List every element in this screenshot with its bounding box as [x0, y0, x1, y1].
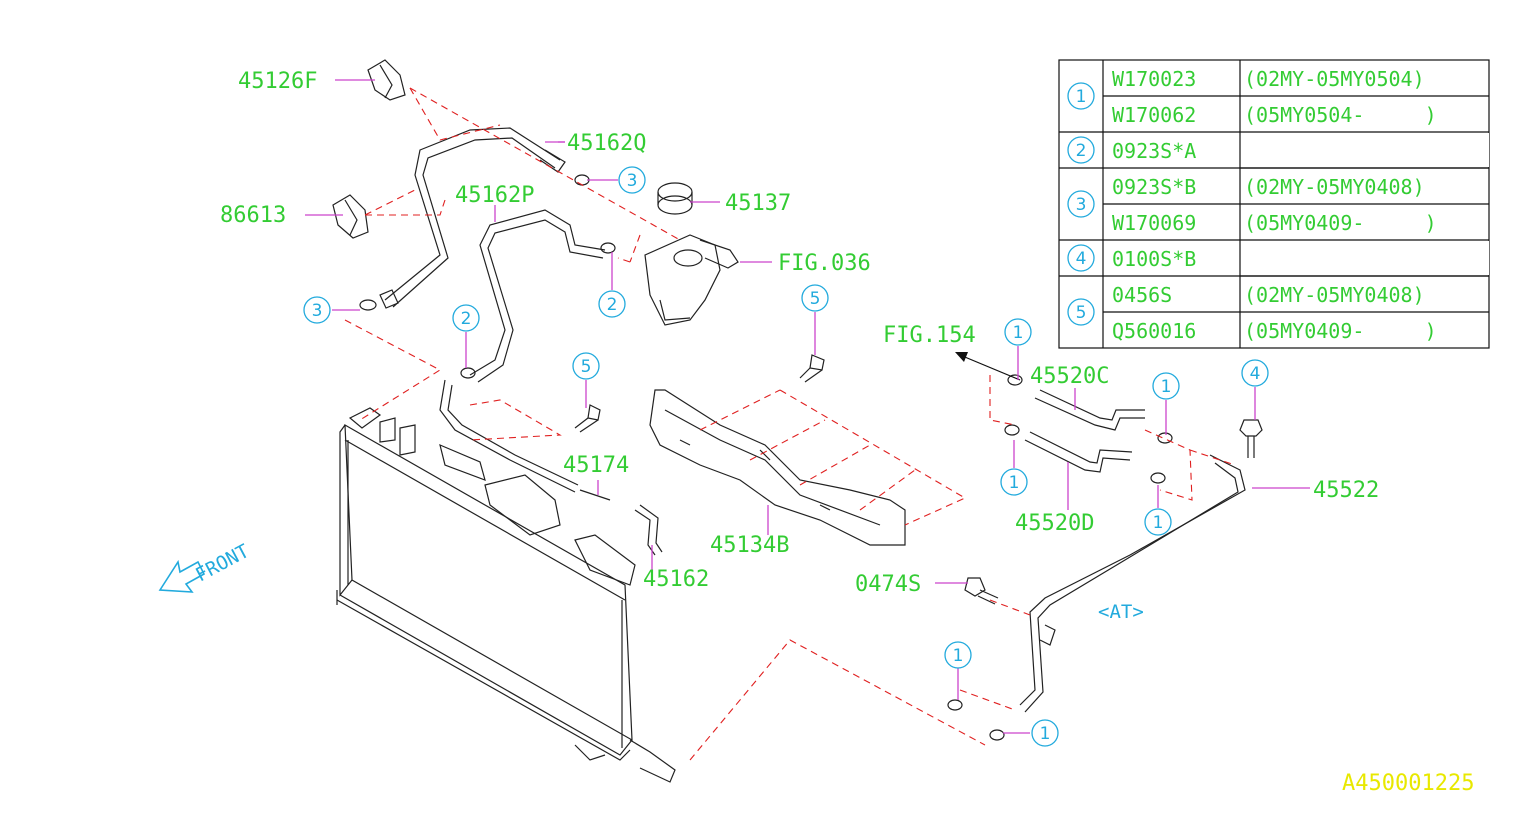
- assembly-dashed-lines: [344, 87, 1236, 761]
- label-45522: 45522: [1313, 478, 1379, 503]
- svg-text:1: 1: [953, 646, 964, 666]
- front-arrow-icon: [158, 559, 206, 593]
- table-ref-3: 3: [1076, 195, 1087, 215]
- callout-1-mid-right: 1: [1144, 508, 1172, 536]
- clip-45126F[interactable]: [367, 59, 406, 101]
- label-45520C: 45520C: [1030, 364, 1109, 389]
- upper-hose-45162Q[interactable]: [379, 127, 566, 309]
- svg-text:1: 1: [1161, 377, 1172, 397]
- bolt-0474S[interactable]: [964, 577, 999, 605]
- bolt-5-left[interactable]: [574, 404, 601, 433]
- hose-45520C[interactable]: [1034, 389, 1145, 431]
- table-ref-5: 5: [1076, 303, 1087, 323]
- label-45162: 45162: [643, 567, 709, 592]
- callout-2-right: 2: [598, 290, 626, 318]
- label-fig036: FIG.036: [778, 251, 871, 276]
- callout-1-mid-left: 1: [1000, 468, 1028, 496]
- table-range-1: (05MY0504- ): [1244, 103, 1437, 127]
- label-fig154: FIG.154: [883, 323, 976, 348]
- svg-text:5: 5: [810, 289, 821, 309]
- label-45162P: 45162P: [455, 183, 534, 208]
- callout-4: 4: [1241, 359, 1269, 387]
- svg-text:3: 3: [312, 301, 323, 321]
- svg-text:1: 1: [1013, 323, 1024, 343]
- svg-text:2: 2: [607, 295, 618, 315]
- shroud-45134B[interactable]: [649, 389, 906, 546]
- callout-1-upper-right: 1: [1152, 372, 1180, 400]
- clip-86613[interactable]: [332, 194, 369, 239]
- label-45126F: 45126F: [238, 69, 317, 94]
- label-45520D: 45520D: [1015, 511, 1094, 536]
- label-45162Q: 45162Q: [567, 131, 646, 156]
- hose-45520D[interactable]: [1024, 431, 1133, 473]
- callout-1-lower: 1: [944, 641, 972, 669]
- drawing-id: A450001225: [1342, 771, 1474, 796]
- table-range-3: (02MY-05MY0408): [1244, 175, 1425, 199]
- table-ref-1: 1: [1076, 87, 1087, 107]
- svg-text:4: 4: [1250, 364, 1261, 384]
- table-part-0: W170023: [1112, 67, 1196, 91]
- table-range-6: (02MY-05MY0408): [1244, 283, 1425, 307]
- label-45174: 45174: [563, 453, 629, 478]
- bolt-5-right[interactable]: [799, 354, 825, 383]
- at-cooler-pipe-45522[interactable]: [1019, 454, 1246, 713]
- label-0474S: 0474S: [855, 572, 921, 597]
- callout-1-bottom: 1: [1031, 719, 1059, 747]
- table-range-0: (02MY-05MY0504): [1244, 67, 1425, 91]
- table-part-1: W170062: [1112, 103, 1196, 127]
- table-ref-4: 4: [1076, 249, 1087, 269]
- table-part-6: 0456S: [1112, 283, 1172, 307]
- callout-5-left: 5: [572, 352, 600, 380]
- bolt-4[interactable]: [1239, 419, 1263, 458]
- svg-text:1: 1: [1153, 513, 1164, 533]
- label-45134B: 45134B: [710, 533, 789, 558]
- callout-1-fig154: 1: [1004, 318, 1032, 346]
- leader-lines: [305, 79, 1310, 734]
- hose-45162P[interactable]: [469, 209, 606, 383]
- reservoir-cap-45137[interactable]: [657, 182, 693, 215]
- table-part-7: Q560016: [1112, 319, 1196, 343]
- radiator[interactable]: [336, 407, 676, 783]
- table-part-5: 0100S*B: [1112, 247, 1196, 271]
- callout-2-left: 2: [452, 304, 480, 332]
- table-range-7: (05MY0409- ): [1244, 319, 1437, 343]
- svg-text:3: 3: [627, 171, 638, 191]
- table-ref-2: 2: [1076, 141, 1087, 161]
- svg-text:2: 2: [461, 309, 472, 329]
- label-86613: 86613: [220, 203, 286, 228]
- callout-5-right: 5: [801, 284, 829, 312]
- svg-text:5: 5: [581, 357, 592, 377]
- table-part-2: 0923S*A: [1112, 139, 1196, 163]
- svg-text:1: 1: [1040, 724, 1051, 744]
- callout-3-left: 3: [303, 296, 331, 324]
- front-label: FRONT: [192, 540, 253, 586]
- clamps: [359, 174, 1173, 741]
- label-at: <AT>: [1098, 601, 1144, 623]
- parts-table: 1 2 3 4 5 W170023 W170062 0923S*A 0923S*…: [1058, 59, 1490, 349]
- table-part-4: W170069: [1112, 211, 1196, 235]
- label-45137: 45137: [725, 191, 791, 216]
- callout-3-top: 3: [618, 166, 646, 194]
- table-range-4: (05MY0409- ): [1244, 211, 1437, 235]
- reservoir-tank[interactable]: [644, 234, 739, 326]
- fig154-arrow: [955, 352, 1021, 381]
- svg-text:1: 1: [1009, 473, 1020, 493]
- table-part-3: 0923S*B: [1112, 175, 1196, 199]
